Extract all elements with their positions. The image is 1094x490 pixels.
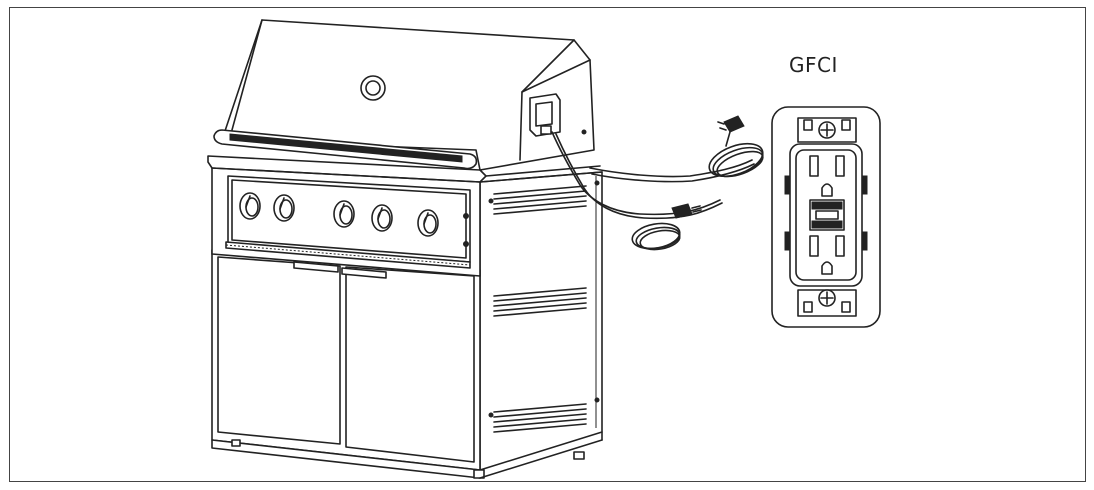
gfci-outlet-icon bbox=[771, 106, 881, 328]
power-cord-icon bbox=[551, 115, 764, 251]
grill-illustration bbox=[207, 19, 603, 479]
gfci-label: GFCI bbox=[789, 53, 838, 77]
right-door-handle bbox=[341, 267, 387, 279]
burner-knobs bbox=[239, 192, 439, 237]
grill-hood bbox=[221, 19, 595, 171]
cabinet-side-panel bbox=[479, 171, 603, 471]
left-door-handle bbox=[293, 261, 339, 273]
knob-2 bbox=[273, 194, 295, 222]
knob-1 bbox=[239, 192, 261, 220]
rotisserie-motor-icon bbox=[529, 93, 587, 137]
right-door bbox=[345, 266, 475, 463]
side-vents-middle bbox=[493, 287, 587, 317]
knob-4 bbox=[371, 204, 393, 232]
side-vents-bottom bbox=[493, 403, 587, 433]
knob-3 bbox=[333, 200, 355, 228]
bottom-outlet-slot-right bbox=[835, 235, 845, 257]
left-door bbox=[217, 256, 341, 445]
bottom-ground-hole bbox=[821, 261, 833, 275]
side-vents-top bbox=[493, 185, 587, 215]
top-outlet-slot-right bbox=[835, 155, 845, 177]
top-ground-hole bbox=[821, 183, 833, 197]
bottom-outlet-slot-left bbox=[809, 235, 819, 257]
knob-5 bbox=[417, 209, 439, 237]
top-outlet-slot-left bbox=[809, 155, 819, 177]
